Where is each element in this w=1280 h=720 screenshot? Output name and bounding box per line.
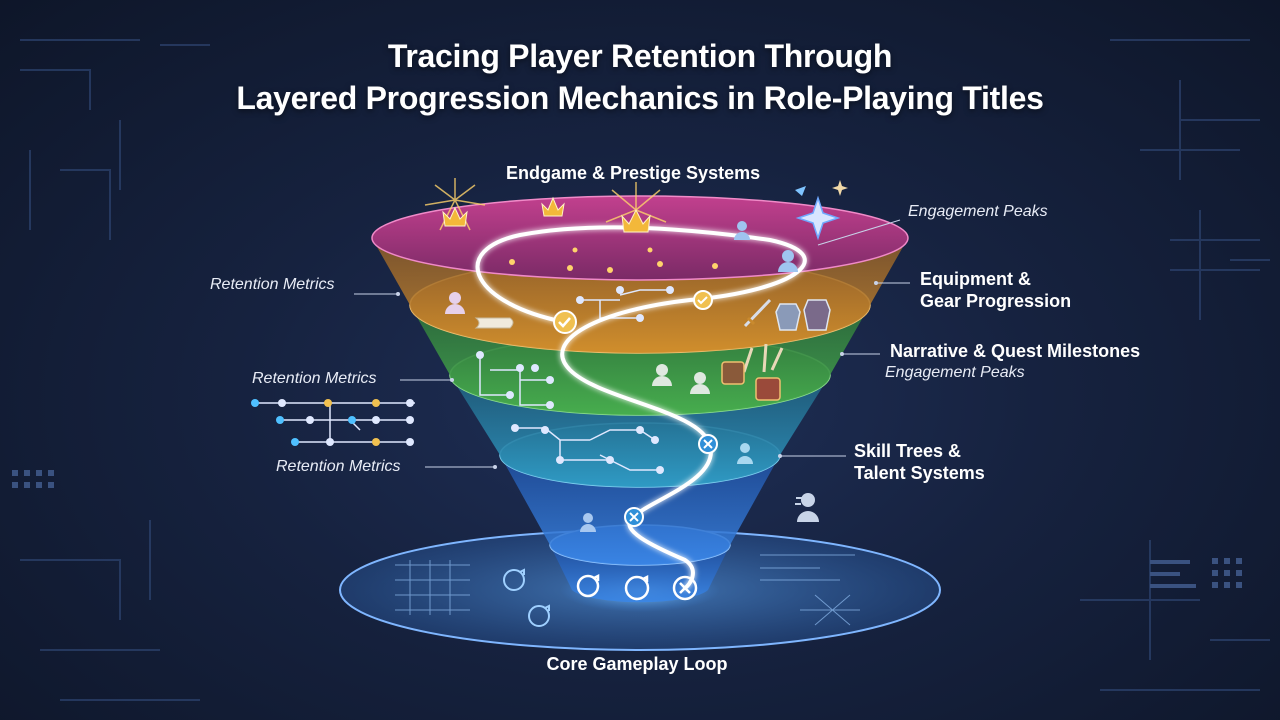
crown-icon — [605, 182, 667, 233]
leader-lines — [354, 219, 910, 468]
weapon-rack-icon — [742, 343, 784, 373]
refresh-icon — [503, 568, 550, 627]
label-equipment-line1: Equipment & — [920, 269, 1031, 289]
annotation-engagement-peaks: Engagement Peaks — [885, 364, 1025, 381]
label-skill-trees-line2: Talent Systems — [854, 463, 985, 483]
label-equipment-line2: Gear Progression — [920, 291, 1072, 311]
close-node-icon — [698, 434, 718, 454]
user-icon — [778, 250, 798, 272]
annotation-engagement-peaks: Engagement Peaks — [908, 203, 1048, 220]
annotation-retention-metrics: Retention Metrics — [210, 276, 335, 293]
user-icon — [690, 372, 710, 394]
platform-grid — [395, 554, 860, 626]
user-icon — [734, 221, 750, 240]
skill-node-dots — [251, 286, 674, 474]
checkmark-icon — [553, 310, 577, 334]
user-icon — [652, 364, 672, 386]
annotation-retention-metrics: Retention Metrics — [252, 370, 377, 387]
label-narrative-quests: Narrative & Quest Milestones — [890, 341, 1141, 361]
title-line-1: Tracing Player Retention Through — [387, 38, 893, 74]
label-core-gameplay-loop: Core Gameplay Loop — [546, 654, 728, 674]
refresh-icon — [624, 574, 650, 601]
user-icon — [737, 443, 753, 464]
annotation-retention-metrics: Retention Metrics — [276, 458, 401, 475]
user-icon — [445, 292, 465, 314]
gear-item-icon — [721, 361, 781, 401]
user-icon — [580, 513, 596, 532]
sword-icon — [743, 298, 772, 328]
path-sparkle-dots — [509, 247, 718, 273]
close-node-icon — [624, 507, 644, 527]
crown-icon — [541, 196, 565, 217]
crown-icon — [424, 178, 486, 231]
leader-endpoints — [396, 281, 878, 469]
circuit-background — [20, 39, 1270, 701]
sparkle-icon — [795, 180, 848, 241]
title-line-2: Layered Progression Mechanics in Role-Pl… — [236, 80, 1044, 116]
armor-icon — [775, 299, 831, 331]
checkmark-icon — [693, 290, 713, 310]
label-endgame-prestige: Endgame & Prestige Systems — [506, 163, 761, 183]
user-icon — [795, 493, 819, 522]
close-node-icon — [672, 575, 698, 601]
label-skill-trees-line1: Skill Trees & — [854, 441, 962, 461]
dot-grid-decoration — [12, 470, 1242, 588]
refresh-icon — [576, 573, 600, 598]
scroll-icon — [474, 317, 514, 329]
